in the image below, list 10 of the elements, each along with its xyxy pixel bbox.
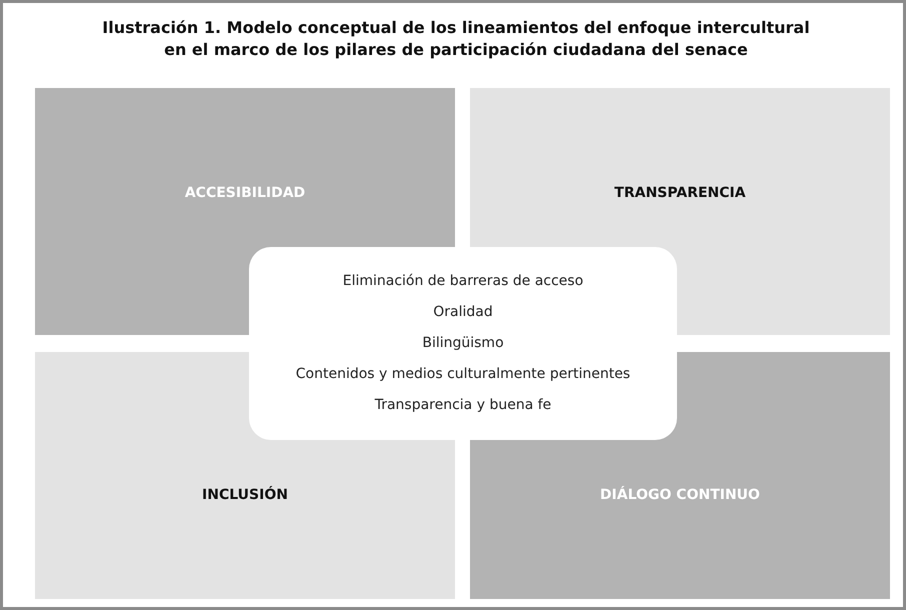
guideline-text: Transparencia y buena fe (374, 396, 552, 415)
diagram-title: Ilustración 1. Modelo conceptual de los lineamientos del enfoque intercultural en el marco de los pilares de participación ciudadana del senace (101, 17, 811, 61)
pillar-label: TRANSPARENCIA (614, 185, 746, 201)
guideline-text: Oralidad (433, 303, 493, 322)
pillar-label: INCLUSIÓN (202, 487, 288, 503)
guideline-text: Bilingüismo (422, 334, 504, 353)
guideline-text: Eliminación de barreras de acceso (342, 272, 584, 291)
guideline-text: Contenidos y medios culturalmente pertinentes (296, 365, 630, 384)
pillar-label: ACCESIBILIDAD (184, 185, 306, 201)
pillar-label: DIÁLOGO CONTINUO (600, 487, 760, 503)
